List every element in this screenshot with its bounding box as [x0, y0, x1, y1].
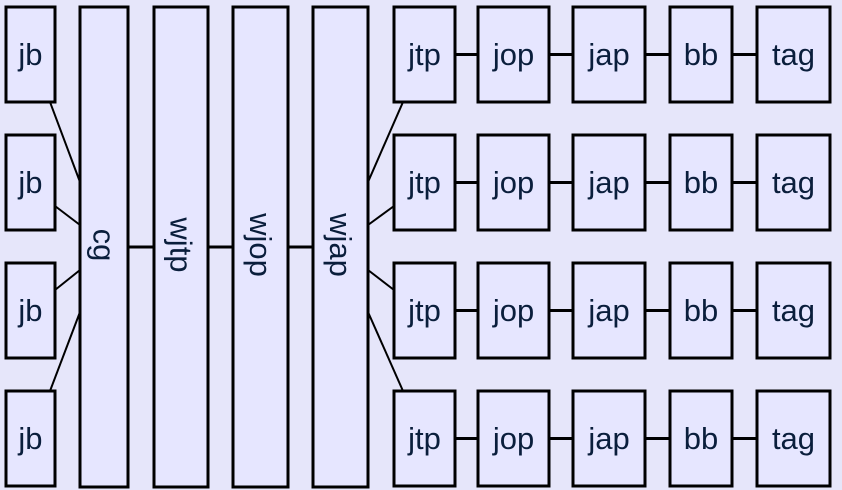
node-tag[interactable]: tag: [755, 261, 832, 360]
node-bb[interactable]: bb: [668, 5, 734, 104]
node-wjap-label: wjap: [323, 212, 358, 277]
node-jop-label: jop: [492, 421, 534, 456]
node-bb[interactable]: bb: [668, 261, 734, 360]
node-jap[interactable]: jap: [571, 133, 647, 232]
node-jb-box: [4, 261, 57, 360]
node-wjop-box: [231, 5, 290, 489]
node-tag[interactable]: tag: [755, 389, 832, 488]
node-cg[interactable]: cg: [78, 5, 130, 489]
node-jb-label: jb: [17, 165, 42, 200]
node-jtp-label: jtp: [407, 37, 441, 72]
node-jtp-label: jtp: [407, 165, 441, 200]
node-bb-box: [668, 5, 734, 104]
node-bb-label: bb: [684, 421, 718, 456]
node-jop[interactable]: jop: [476, 5, 551, 104]
node-jb[interactable]: jb: [4, 261, 57, 360]
node-jb-box: [4, 5, 57, 104]
node-jb-label: jb: [17, 293, 42, 328]
nodes: jb jb jb jb cg wjtp wjop wjap jtp jop jap bb tag jtp j…: [4, 5, 832, 489]
node-jap[interactable]: jap: [571, 389, 647, 488]
node-tag-box: [755, 5, 832, 104]
node-tag-box: [755, 261, 832, 360]
node-jap-label: jap: [587, 37, 629, 72]
jb-cg-connector: [54, 205, 81, 226]
node-bb-box: [668, 261, 734, 360]
node-wjap[interactable]: wjap: [311, 5, 370, 489]
node-wjtp[interactable]: wjtp: [152, 5, 210, 489]
node-wjap-box: [311, 5, 370, 489]
node-jop-box: [476, 5, 551, 104]
node-tag-label: tag: [772, 37, 815, 72]
jb-cg-connector: [49, 311, 81, 392]
node-jap[interactable]: jap: [571, 261, 647, 360]
node-bb-label: bb: [684, 37, 718, 72]
node-jtp[interactable]: jtp: [392, 5, 457, 104]
node-wjtp-label: wjtp: [164, 216, 199, 272]
node-tag-box: [755, 133, 832, 232]
node-jtp[interactable]: jtp: [392, 261, 457, 360]
node-jb-label: jb: [17, 421, 42, 456]
node-bb-box: [668, 133, 734, 232]
node-jb[interactable]: jb: [4, 389, 57, 488]
node-jop-box: [476, 133, 551, 232]
node-tag[interactable]: tag: [755, 133, 832, 232]
node-jtp[interactable]: jtp: [392, 133, 457, 232]
node-tag-label: tag: [772, 165, 815, 200]
node-wjop-label: wjop: [243, 212, 278, 277]
node-tag-box: [755, 389, 832, 488]
node-jtp-box: [392, 133, 457, 232]
node-tag[interactable]: tag: [755, 5, 832, 104]
node-cg-label: cg: [87, 229, 122, 262]
node-jb[interactable]: jb: [4, 5, 57, 104]
wjap-jtp-connector: [367, 311, 404, 392]
node-jop-label: jop: [492, 165, 534, 200]
node-jtp[interactable]: jtp: [392, 389, 457, 488]
wjap-jtp-connector: [367, 101, 404, 183]
node-jb-label: jb: [17, 37, 42, 72]
node-tag-label: tag: [772, 421, 815, 456]
jb-cg-connector: [49, 101, 81, 183]
node-bb-label: bb: [684, 293, 718, 328]
node-jop[interactable]: jop: [476, 261, 551, 360]
node-tag-label: tag: [772, 293, 815, 328]
node-cg-box: [78, 5, 130, 489]
node-jb[interactable]: jb: [4, 133, 57, 232]
jb-cg-connector: [54, 269, 81, 291]
node-jap-box: [571, 5, 647, 104]
node-jtp-box: [392, 261, 457, 360]
node-jtp-box: [392, 389, 457, 488]
node-bb-box: [668, 389, 734, 488]
node-jop[interactable]: jop: [476, 389, 551, 488]
node-wjop[interactable]: wjop: [231, 5, 290, 489]
node-wjtp-box: [152, 5, 210, 489]
node-jop-label: jop: [492, 37, 534, 72]
node-jap-box: [571, 261, 647, 360]
node-jb-box: [4, 133, 57, 232]
node-jop-label: jop: [492, 293, 534, 328]
wjap-jtp-connector: [367, 205, 395, 226]
wjap-jtp-connector: [367, 269, 395, 291]
node-jap-box: [571, 389, 647, 488]
node-jap-label: jap: [587, 421, 629, 456]
node-jop[interactable]: jop: [476, 133, 551, 232]
node-jap-label: jap: [587, 165, 629, 200]
connectors: [49, 53, 757, 440]
node-bb[interactable]: bb: [668, 389, 734, 488]
node-jop-box: [476, 389, 551, 488]
node-jtp-label: jtp: [407, 421, 441, 456]
node-jb-box: [4, 389, 57, 488]
node-bb-label: bb: [684, 165, 718, 200]
node-jap-label: jap: [587, 293, 629, 328]
node-jtp-label: jtp: [407, 293, 441, 328]
node-jop-box: [476, 261, 551, 360]
node-bb[interactable]: bb: [668, 133, 734, 232]
node-jap[interactable]: jap: [571, 5, 647, 104]
node-jap-box: [571, 133, 647, 232]
node-jtp-box: [392, 5, 457, 104]
